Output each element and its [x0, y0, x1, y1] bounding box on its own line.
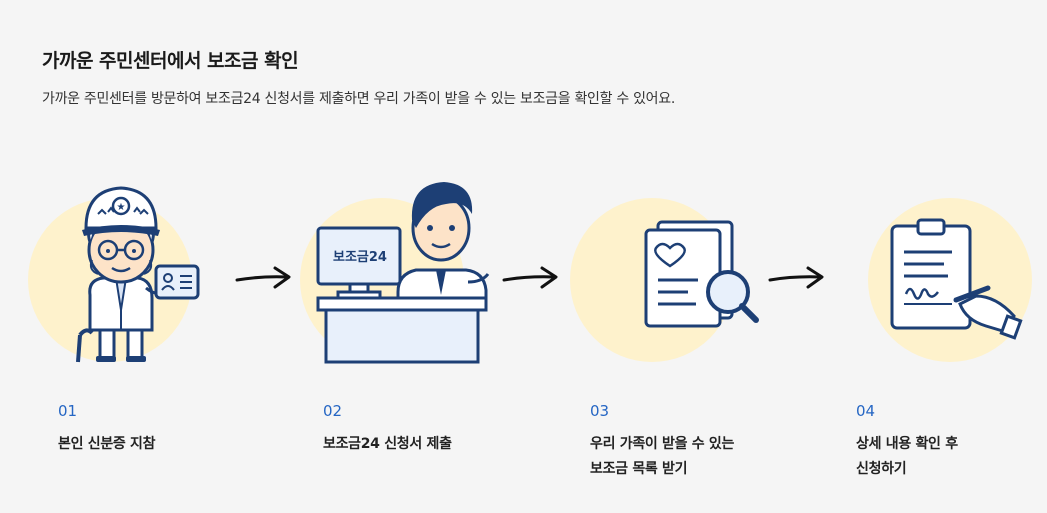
step-number: 01: [58, 402, 78, 420]
step-2: 보조금24 02 보조금24 신청서 제출: [298, 170, 538, 500]
step-label: 본인 신분증 지참: [58, 436, 156, 452]
step-number: 04: [856, 402, 876, 420]
step-1: ★ 01 본인 신분증 지참: [28, 170, 268, 500]
page-title: 가까운 주민센터에서 보조금 확인: [42, 50, 299, 72]
step-number: 03: [590, 402, 610, 420]
arrow-right-icon: [768, 266, 824, 289]
step-4: 04 상세 내용 확인 후 신청하기: [836, 170, 1047, 500]
arrow-right-icon: [502, 266, 558, 289]
document-magnifier-icon: [644, 220, 759, 328]
step-label: 우리 가족이 받을 수 있는 보조금 목록 받기: [590, 436, 735, 477]
monitor-label: 보조금24: [333, 250, 387, 265]
clipboard-signature-icon: [890, 218, 1023, 340]
elderly-man-id-card-icon: ★: [76, 186, 200, 363]
arrow-right-icon: [235, 266, 291, 289]
step-number: 02: [323, 402, 343, 420]
svg-text:★: ★: [117, 202, 126, 213]
step-3: 03 우리 가족이 받을 수 있는 보조금 목록 받기: [570, 170, 810, 500]
clerk-desk-icon: [316, 182, 490, 364]
step-label: 보조금24 신청서 제출: [323, 436, 452, 452]
page-description: 가까운 주민센터를 방문하여 보조금24 신청서를 제출하면 우리 가족이 받을…: [42, 91, 675, 107]
step-label: 상세 내용 확인 후 신청하기: [856, 436, 958, 477]
